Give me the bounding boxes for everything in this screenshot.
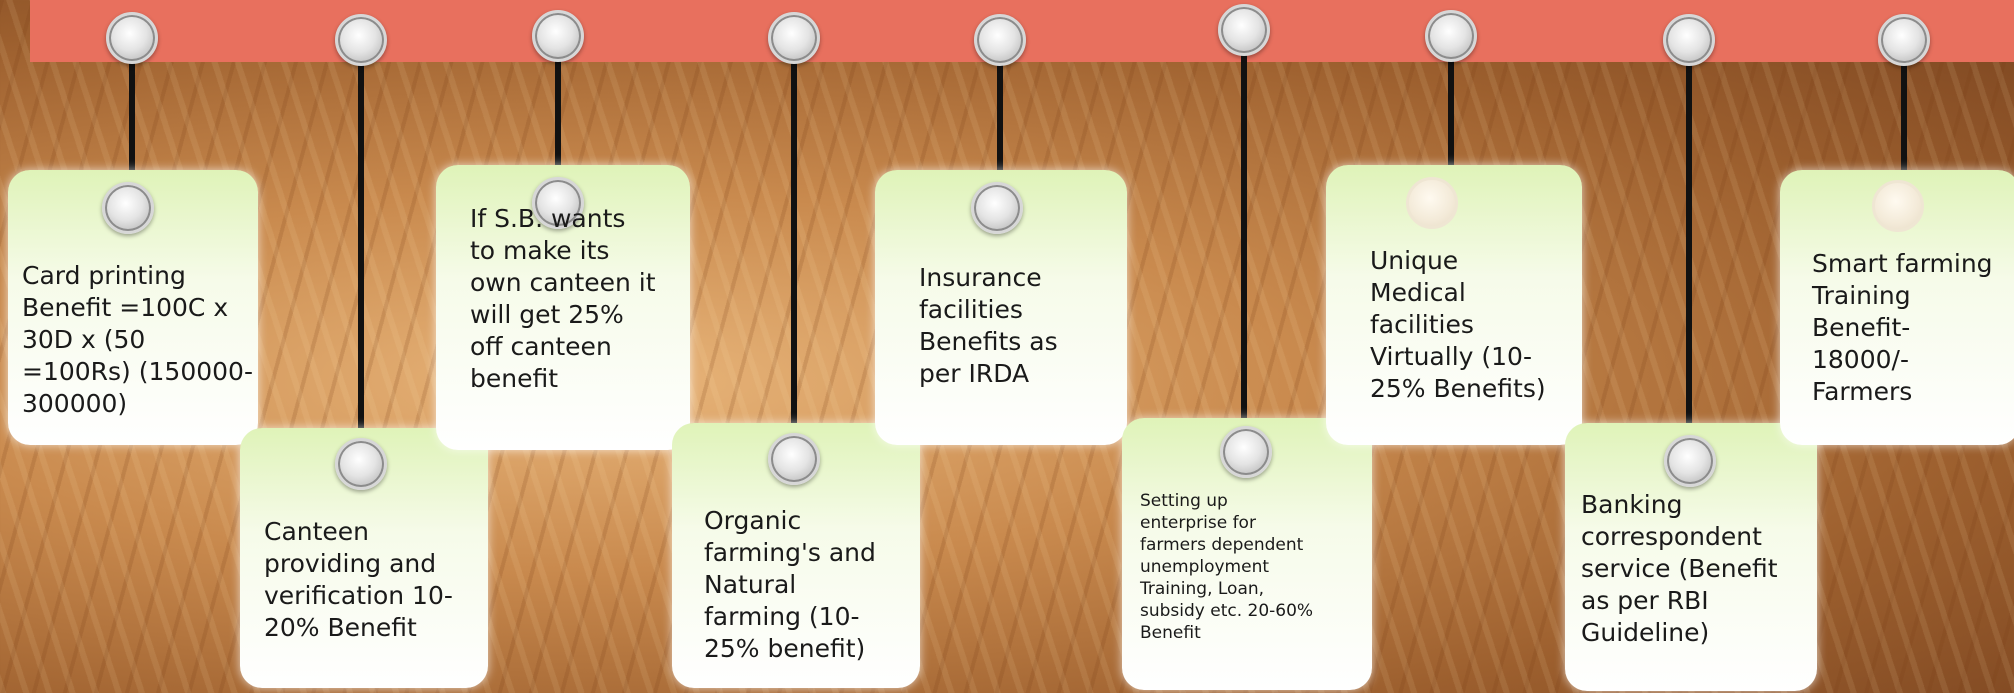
card-text-9: Smart farming Training Benefit- 18000/- … xyxy=(1812,249,1993,406)
card-ring-icon-8 xyxy=(1664,435,1716,487)
card-ring-icon-7 xyxy=(1406,177,1458,229)
card-8: Banking correspondent service (Benefit a… xyxy=(1565,423,1817,691)
top-ring-icon-5 xyxy=(974,14,1026,66)
connector-wire-1 xyxy=(129,38,135,188)
card-6: Setting up enterprise for farmers depend… xyxy=(1122,418,1372,690)
card-ring-icon-4 xyxy=(768,433,820,485)
top-ring-icon-9 xyxy=(1878,14,1930,66)
top-ring-icon-8 xyxy=(1663,14,1715,66)
card-text-7: Unique Medical facilities Virtually (10-… xyxy=(1370,246,1546,403)
card-3: If S.B. wants to make its own canteen it… xyxy=(436,165,690,450)
card-1: Card printing Benefit =100C x 30D x (50 … xyxy=(8,170,258,445)
card-ring-icon-3 xyxy=(532,177,584,229)
card-text-8: Banking correspondent service (Benefit a… xyxy=(1581,490,1778,647)
card-text-1: Card printing Benefit =100C x 30D x (50 … xyxy=(22,261,253,418)
connector-wire-4 xyxy=(791,38,797,453)
card-text-3: If S.B. wants to make its own canteen it… xyxy=(470,204,656,393)
top-ring-icon-6 xyxy=(1218,4,1270,56)
connector-wire-5 xyxy=(997,38,1003,193)
connector-wire-7 xyxy=(1448,38,1454,168)
card-text-6: Setting up enterprise for farmers depend… xyxy=(1140,491,1314,643)
card-4: Organic farming's and Natural farming (1… xyxy=(672,423,920,688)
card-2: Canteen providing and verification 10- 2… xyxy=(240,428,488,688)
card-ring-icon-6 xyxy=(1220,426,1272,478)
card-text-5: Insurance facilities Benefits as per IRD… xyxy=(919,263,1058,388)
card-ring-icon-5 xyxy=(971,182,1023,234)
top-ring-icon-1 xyxy=(106,12,158,64)
connector-wire-8 xyxy=(1686,38,1692,458)
card-ring-icon-9 xyxy=(1872,180,1924,232)
top-ring-icon-7 xyxy=(1425,10,1477,62)
card-text-4: Organic farming's and Natural farming (1… xyxy=(704,506,876,663)
card-ring-icon-2 xyxy=(335,438,387,490)
connector-wire-6 xyxy=(1241,38,1247,463)
card-text-2: Canteen providing and verification 10- 2… xyxy=(264,517,453,642)
top-ring-icon-3 xyxy=(532,10,584,62)
top-ring-icon-2 xyxy=(335,14,387,66)
connector-wire-2 xyxy=(358,38,364,458)
connector-wire-3 xyxy=(555,38,561,178)
connector-wire-9 xyxy=(1901,38,1907,178)
card-5: Insurance facilities Benefits as per IRD… xyxy=(875,170,1127,445)
card-9: Smart farming Training Benefit- 18000/- … xyxy=(1780,170,2014,445)
top-ring-icon-4 xyxy=(768,12,820,64)
card-ring-icon-1 xyxy=(102,182,154,234)
card-7: Unique Medical facilities Virtually (10-… xyxy=(1326,165,1582,445)
